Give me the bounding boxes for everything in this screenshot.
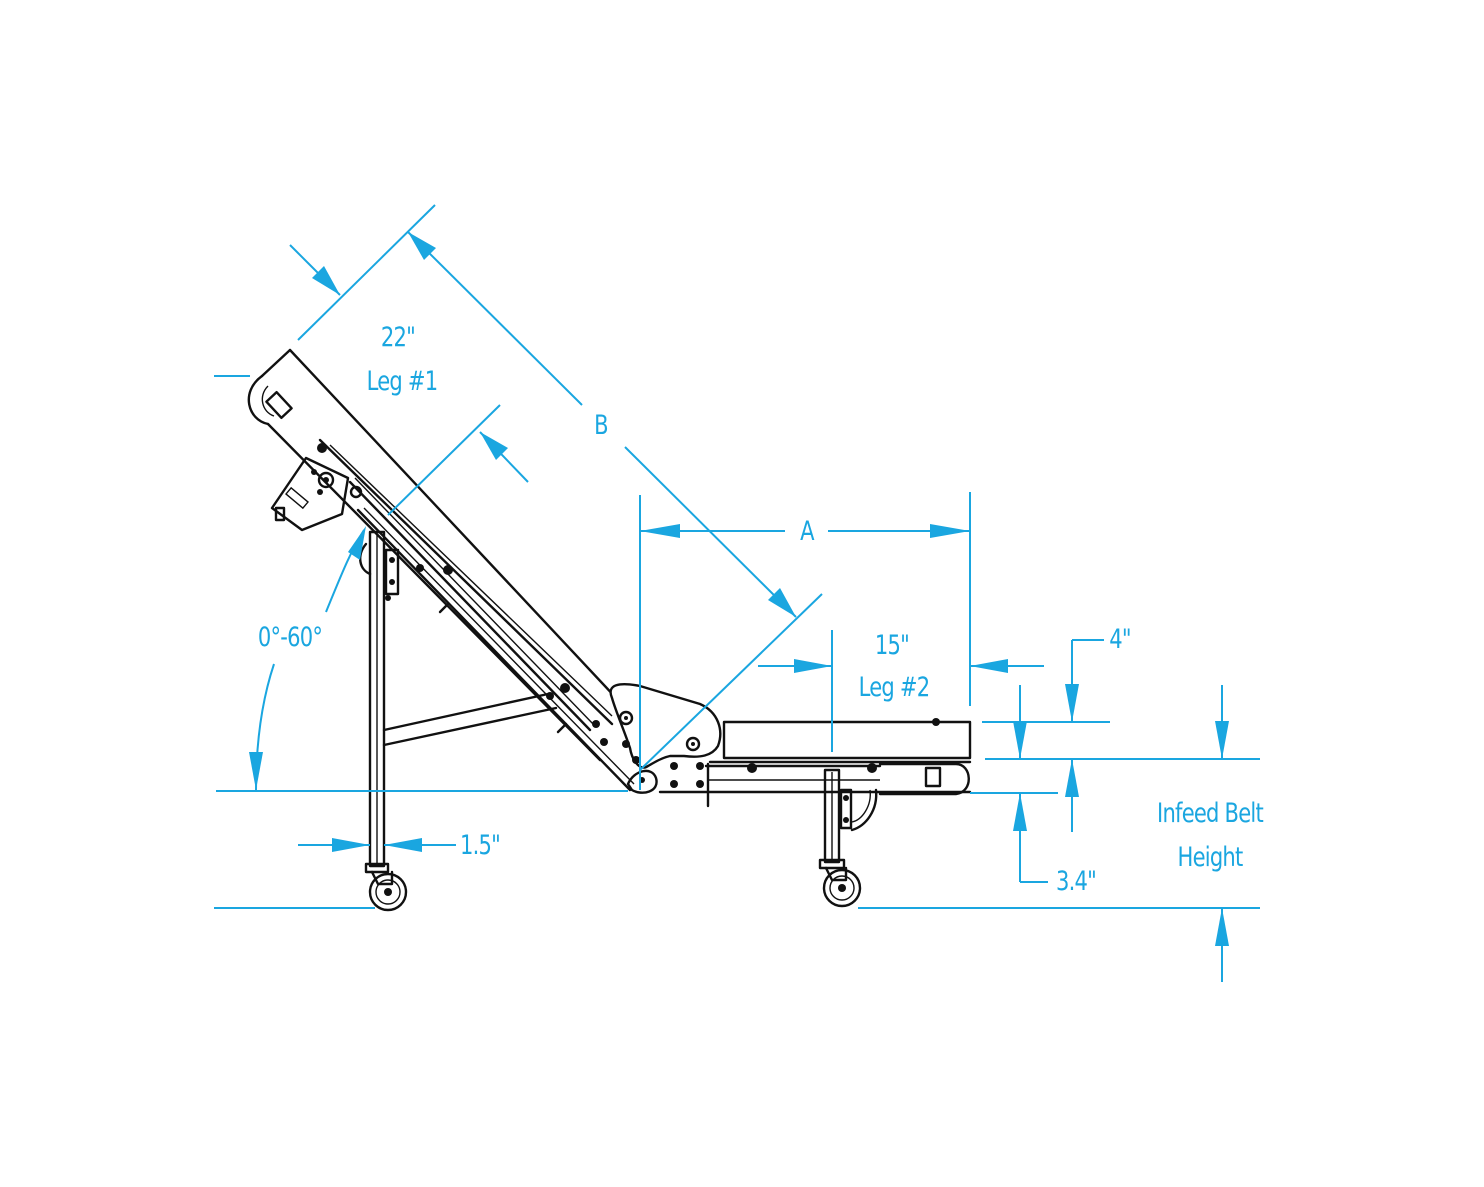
horizontal-infeed-section: [658, 718, 972, 808]
leg1-name-label: Leg #1: [366, 366, 439, 397]
caster-wheel-2: [822, 866, 862, 908]
dim-a-label: A: [800, 516, 814, 547]
support-leg-1: [359, 530, 400, 874]
dim-b-line-upper: [407, 231, 583, 406]
leg1-length-label: 22": [380, 322, 416, 353]
diagonal-brace: [382, 692, 558, 747]
infeed-offset-bottom-label: 3.4": [1055, 866, 1097, 897]
inclined-belt-section: [247, 348, 635, 792]
leg1-extension-lower: [387, 404, 501, 516]
elbow-hinge: [609, 683, 722, 794]
dim-b-extension: [639, 593, 823, 771]
drive-motor-mount: [270, 456, 363, 532]
leg1-extension-upper: [297, 204, 436, 341]
infeed-belt-height-label-line1: Infeed Belt: [1157, 798, 1264, 829]
conveyor-linework: [247, 348, 972, 912]
dimension-lines: [214, 204, 1260, 982]
caster-wheel-1: [368, 870, 408, 912]
support-leg-2: [818, 768, 878, 870]
leg2-name-label: Leg #2: [858, 672, 931, 703]
infeed-offset-top-label: 4": [1109, 624, 1131, 655]
infeed-belt-height-label-line2: Height: [1177, 842, 1244, 873]
angle-range-label: 0°-60°: [257, 622, 323, 653]
leg-width-label: 1.5": [459, 830, 501, 861]
leg2-length-label: 15": [874, 630, 910, 661]
dim-b-label: B: [594, 410, 608, 441]
